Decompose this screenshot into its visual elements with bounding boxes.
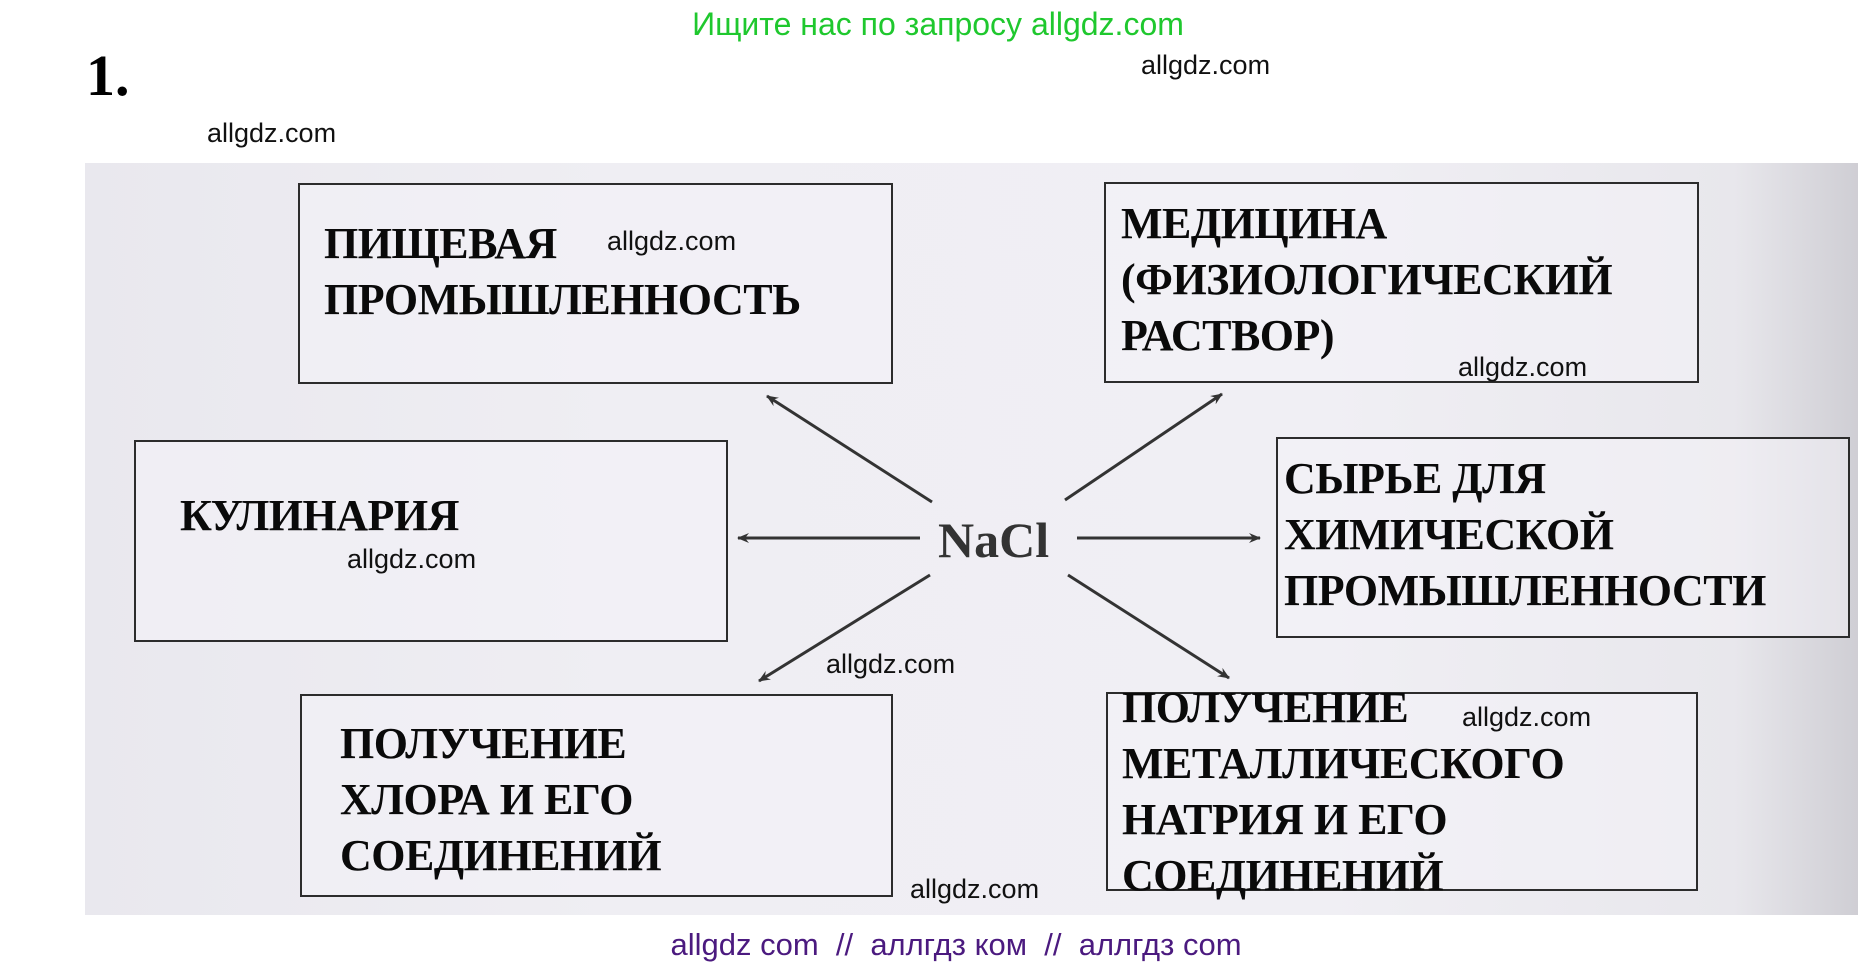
watermark-top-left: allgdz.com bbox=[207, 118, 337, 148]
label-chemical-raw-material: СЫРЬЕ ДЛЯ ХИМИЧЕСКОЙ ПРОМЫШЛЕННОСТИ bbox=[1284, 454, 1766, 615]
watermark-box-cooking: allgdz.com bbox=[347, 544, 477, 574]
label-medicine: МЕДИЦИНА (ФИЗИОЛОГИЧЕСКИЙ РАСТВОР) bbox=[1121, 199, 1613, 360]
label-chlorine: ПОЛУЧЕНИЕ ХЛОРА И ЕГО СОЕДИНЕНИЙ bbox=[340, 719, 662, 880]
watermark-box-medicine: allgdz.com bbox=[1458, 352, 1588, 382]
box-sodium bbox=[1106, 692, 1698, 891]
box-chemical-raw-material bbox=[1276, 437, 1850, 638]
watermark-box-sodium: allgdz.com bbox=[1462, 702, 1592, 732]
task-number: 1. bbox=[86, 43, 130, 108]
footer-watermark: allgdz com // аллгдз ком // аллгдз com bbox=[670, 927, 1242, 962]
promo-banner: Ищите нас по запросу allgdz.com bbox=[692, 6, 1184, 42]
label-food-industry: ПИЩЕВАЯ ПРОМЫШЛЕННОСТЬ bbox=[324, 219, 801, 324]
label-sodium: ПОЛУЧЕНИЕ МЕТАЛЛИЧЕСКОГО НАТРИЯ И ЕГО СО… bbox=[1122, 683, 1565, 900]
arrow-to-chlorine bbox=[758, 573, 931, 683]
arrow-to-sodium bbox=[1067, 573, 1230, 680]
label-cooking: КУЛИНАРИЯ bbox=[180, 491, 459, 540]
box-chlorine bbox=[300, 694, 893, 897]
box-food-industry bbox=[298, 183, 893, 384]
arrow-to-medicine bbox=[1064, 392, 1223, 502]
watermark-center: allgdz.com bbox=[826, 649, 956, 679]
box-cooking bbox=[134, 440, 728, 642]
watermark-top-right: allgdz.com bbox=[1141, 50, 1271, 80]
watermark-box-food: allgdz.com bbox=[607, 226, 737, 256]
arrow-to-food-industry bbox=[766, 394, 933, 504]
center-nacl: NaCl bbox=[938, 512, 1050, 568]
watermark-bottom: allgdz.com bbox=[910, 874, 1040, 904]
box-medicine bbox=[1104, 182, 1699, 383]
